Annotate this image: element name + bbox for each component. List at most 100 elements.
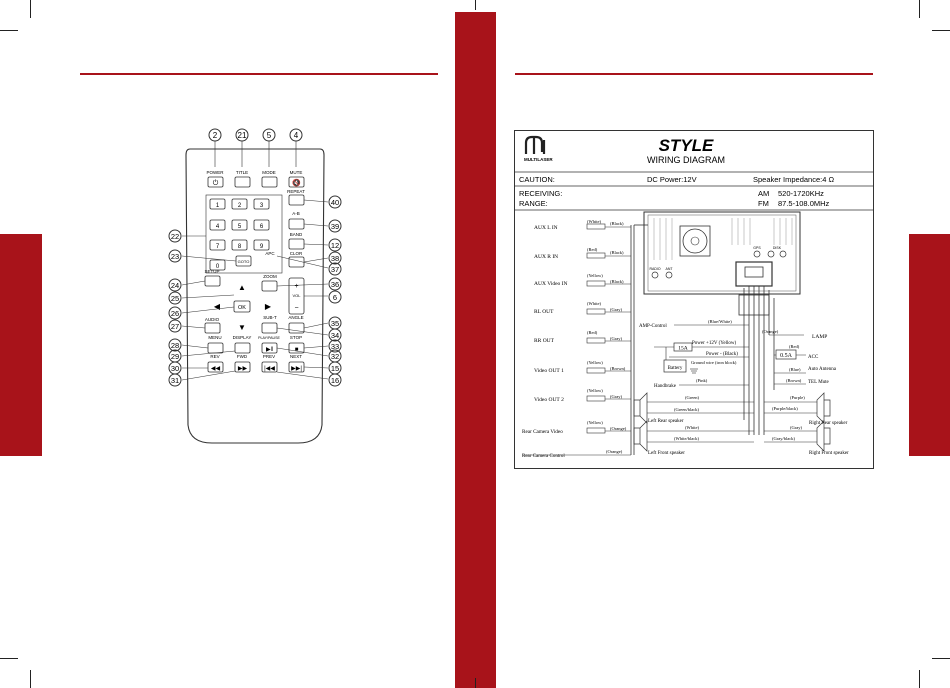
left-rear-label: Left Rear speaker <box>648 419 684 424</box>
digit-9-button[interactable] <box>253 239 270 251</box>
left-arrow-icon[interactable]: ◀ <box>214 302 221 311</box>
aux-r-in-label: AUX R IN <box>534 254 558 260</box>
svg-text:33: 33 <box>331 342 339 351</box>
svg-text:30: 30 <box>171 364 179 373</box>
svg-text:21: 21 <box>238 131 247 140</box>
disk-port <box>767 250 775 258</box>
power-button[interactable] <box>207 176 224 188</box>
fm-range: 87.5-108.0MHz <box>778 199 830 208</box>
left-front-color1: (White) <box>685 425 699 430</box>
power-icon: ⏻ <box>213 179 219 187</box>
right-rear-speaker: (Purple) (Purple/black) Right Rear speak… <box>764 392 848 426</box>
svg-text:0: 0 <box>216 264 220 270</box>
crop-mark <box>475 0 476 10</box>
digit-7-button[interactable] <box>209 239 226 251</box>
rca-jack <box>586 367 606 374</box>
video-out-1-color1: (Yellow) <box>587 360 603 365</box>
left-edge-tab <box>0 234 42 456</box>
callout-30: 30 <box>168 361 182 375</box>
video-out-2-label: Video OUT 2 <box>534 397 564 403</box>
svg-text:5: 5 <box>267 131 272 140</box>
right-arrow-icon[interactable]: ▶ <box>265 302 272 311</box>
previous-icon: |◀◀ <box>264 366 275 372</box>
zoom-button[interactable] <box>261 280 278 292</box>
crop-mark <box>475 678 476 688</box>
subt-button[interactable] <box>261 322 278 334</box>
mute-button[interactable] <box>288 176 305 188</box>
head-unit: GPS DISK RADIO ANT <box>643 211 801 295</box>
svg-text:25: 25 <box>171 294 179 303</box>
rl-out-color2: (Gray) <box>610 307 622 312</box>
lamp-label: LAMP <box>812 334 827 340</box>
ground-label: Ground wire (iron block) <box>691 360 737 365</box>
callout-2: 2 <box>208 128 222 142</box>
svg-text:4: 4 <box>216 224 220 230</box>
digit-3-button[interactable] <box>253 198 270 210</box>
rca-jack <box>586 252 606 259</box>
svg-text:35: 35 <box>331 319 339 328</box>
mode-button[interactable] <box>261 176 278 188</box>
fwd-button[interactable] <box>234 361 251 373</box>
digit-buttons: 1 2 3 4 5 6 7 8 9 0 <box>209 198 270 271</box>
band-button[interactable] <box>288 238 305 250</box>
crop-mark <box>30 0 31 18</box>
radio-port <box>651 271 659 279</box>
audio-button[interactable] <box>204 322 221 334</box>
vol-label: VOL <box>292 293 301 298</box>
rev-button[interactable] <box>207 361 224 373</box>
volume-up-icon: + <box>294 283 298 290</box>
ab-button[interactable] <box>288 218 305 230</box>
zoom-label: ZOOM <box>263 274 277 279</box>
svg-text:40: 40 <box>331 198 339 207</box>
digit-2-button[interactable] <box>231 198 248 210</box>
svg-text:4: 4 <box>294 131 299 140</box>
digit-1-button[interactable] <box>209 198 226 210</box>
menu-button[interactable] <box>207 342 224 354</box>
repeat-label: REPEAT <box>287 189 305 194</box>
svg-text:23: 23 <box>171 252 179 261</box>
rr-out-label: RR OUT <box>534 338 555 344</box>
callout-29: 29 <box>168 349 182 363</box>
crop-mark <box>932 658 950 659</box>
setup-button[interactable] <box>204 275 221 287</box>
svg-text:6: 6 <box>260 224 264 230</box>
crop-mark <box>30 670 31 688</box>
svg-text:5: 5 <box>238 224 242 230</box>
callout-5: 5 <box>262 128 276 142</box>
power-12v-label: Power +12V (Yellow) <box>692 341 737 346</box>
digit-5-button[interactable] <box>231 219 248 231</box>
rca-jack <box>586 223 606 230</box>
right-header-rule <box>515 73 873 75</box>
repeat-button[interactable] <box>288 194 305 206</box>
mute-label: MUTE <box>290 170 303 175</box>
svg-text:3: 3 <box>260 203 264 209</box>
title-button[interactable] <box>234 176 251 188</box>
keypad-frame <box>205 194 283 274</box>
ok-button[interactable] <box>233 300 251 313</box>
callout-33: 33 <box>328 339 342 353</box>
svg-text:12: 12 <box>331 241 339 250</box>
left-rear-speaker: (Green) (Green/black) Left Rear speaker <box>633 392 754 424</box>
digit-0-button[interactable] <box>209 259 226 271</box>
mode-label: MODE <box>262 170 276 175</box>
svg-text:37: 37 <box>331 265 339 274</box>
audio-label: AUDIO <box>205 317 220 322</box>
display-button[interactable] <box>234 342 251 354</box>
digit-4-button[interactable] <box>209 219 226 231</box>
svg-text:8: 8 <box>238 244 242 250</box>
down-arrow-icon[interactable]: ▼ <box>238 323 246 332</box>
up-arrow-icon[interactable]: ▲ <box>238 283 246 292</box>
left-front-color2: (White/black) <box>674 436 699 441</box>
rev-label: REV <box>210 354 219 359</box>
digit-6-button[interactable] <box>253 219 270 231</box>
wiring-diagram: MULTILASER STYLE WIRING DIAGRAM CAUTION:… <box>514 130 874 469</box>
svg-text:6: 6 <box>333 293 337 302</box>
power-label: POWER <box>206 170 224 175</box>
svg-text:15: 15 <box>331 364 339 373</box>
digit-8-button[interactable] <box>231 239 248 251</box>
callout-26: 26 <box>168 306 182 320</box>
speaker-impedance: Speaker Impedance:4 Ω <box>753 175 834 184</box>
prev-button[interactable] <box>261 361 278 373</box>
callout-40: 40 <box>328 195 342 209</box>
prev-label: PREV <box>263 354 275 359</box>
